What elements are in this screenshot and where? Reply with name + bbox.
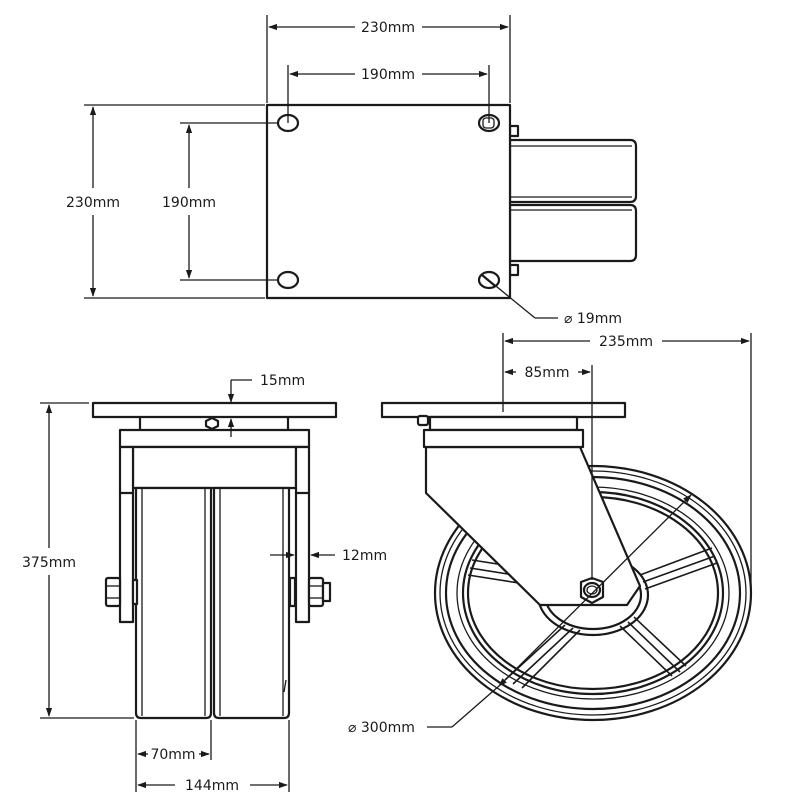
dim-leg-thickness: 12mm: [342, 548, 387, 564]
dim-overall-width: 144mm: [185, 778, 239, 794]
fork-leg: [118, 445, 135, 624]
dim-overall-height: 375mm: [22, 555, 76, 571]
dim-wheel-width: 70mm: [150, 747, 195, 763]
front-view: 15mm 375mm 12mm 70mm 144mm: [22, 373, 387, 794]
dim-plate-height: 230mm: [66, 195, 120, 211]
dim-offset: 85mm: [524, 365, 569, 381]
top-view-wheels: [508, 124, 638, 277]
dim-hole-spacing-x: 190mm: [361, 67, 415, 83]
grease-nipple-icon: [204, 416, 220, 431]
dim-plate-width: 230mm: [361, 20, 415, 36]
front-plate: [91, 401, 338, 419]
dim-swivel-radius: 235mm: [599, 334, 653, 350]
front-wheel: [134, 486, 213, 720]
fork-leg: [294, 445, 311, 624]
front-wheel: [212, 486, 291, 720]
dim-plate-thickness: 15mm: [260, 373, 305, 389]
dim-wheel-diameter: ⌀ 300mm: [348, 720, 415, 736]
dim-hole-diameter: ⌀ 19mm: [564, 311, 622, 327]
axle-bolt-icon: [104, 576, 139, 608]
axle-nut-icon: [579, 576, 605, 605]
top-view: 230mm 190mm 230mm 190mm ⌀ 19mm: [66, 15, 638, 327]
axle-nut-icon: [288, 576, 332, 608]
dim-hole-spacing-y: 190mm: [162, 195, 216, 211]
top-plate: [265, 103, 512, 300]
side-view: 235mm 85mm ⌀ 300mm: [348, 333, 753, 736]
grease-nipple-icon: [416, 414, 430, 427]
